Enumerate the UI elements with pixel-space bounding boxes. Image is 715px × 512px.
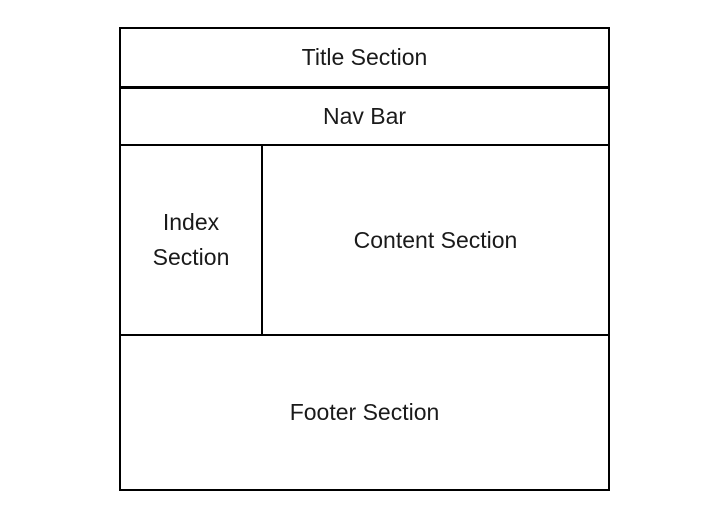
- title-section-label: Title Section: [301, 44, 428, 71]
- footer-section-label: Footer Section: [289, 399, 440, 426]
- nav-bar-box: Nav Bar: [121, 89, 608, 146]
- content-section-label: Content Section: [353, 226, 518, 253]
- title-section-box: Title Section: [121, 29, 608, 89]
- layout-wireframe-diagram: Title Section Nav Bar Index Section Cont…: [119, 27, 610, 491]
- footer-section-box: Footer Section: [121, 336, 608, 489]
- index-section-label: Index Section: [152, 209, 230, 270]
- middle-row: Index Section Content Section: [121, 146, 608, 336]
- content-section-box: Content Section: [263, 146, 608, 334]
- nav-bar-label: Nav Bar: [322, 103, 407, 130]
- index-section-box: Index Section: [121, 146, 263, 334]
